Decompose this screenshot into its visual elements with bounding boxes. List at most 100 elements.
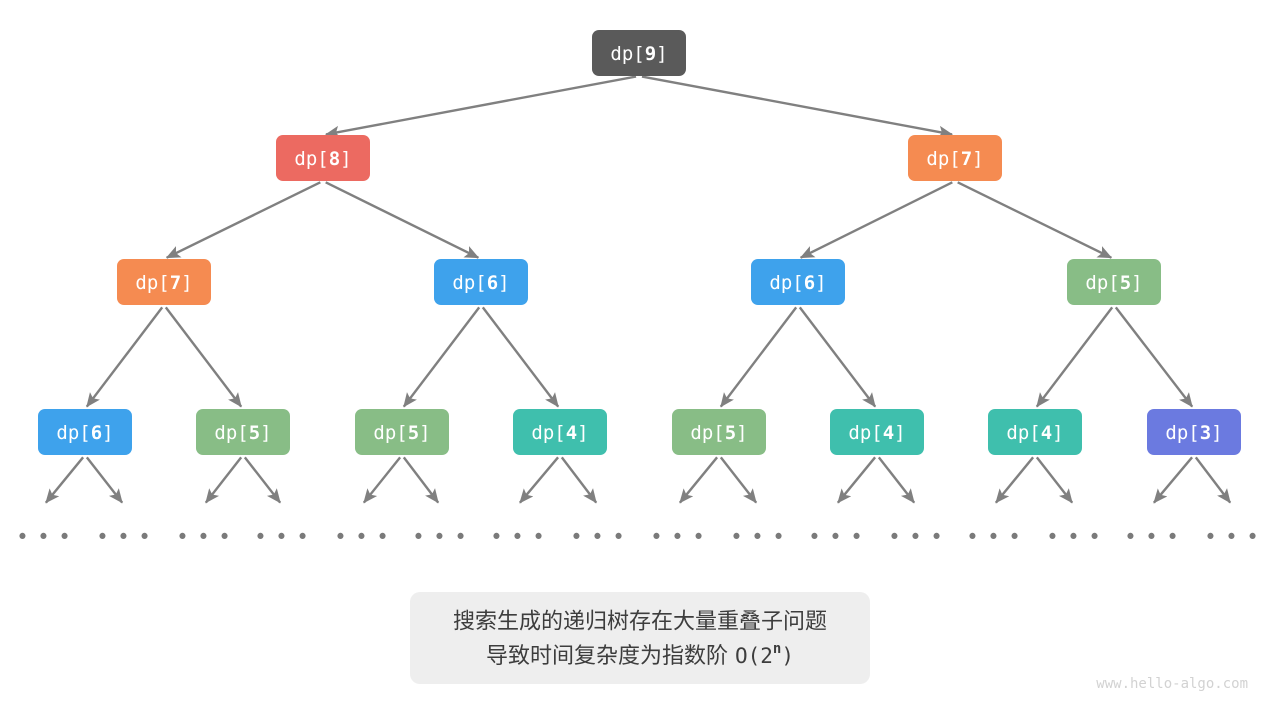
ellipsis-marker: • • •: [254, 525, 310, 549]
ellipsis-marker: • • •: [808, 525, 864, 549]
tree-node-dp9[interactable]: dp[9]: [592, 30, 686, 76]
tree-edge-to-ellipsis: [519, 456, 559, 504]
tree-edge-to-ellipsis: [44, 456, 85, 504]
ellipsis-marker: • • •: [888, 525, 944, 549]
tree-node-dp3[interactable]: dp[3]: [1147, 409, 1241, 455]
tree-edge: [1114, 306, 1194, 408]
node-box: [38, 409, 132, 455]
node-box: [1147, 409, 1241, 455]
tree-edge: [85, 306, 164, 408]
node-label: dp[8]: [294, 148, 351, 170]
tree-edge: [799, 181, 953, 259]
tree-edge-to-ellipsis: [362, 456, 402, 504]
node-label: dp[4]: [1006, 422, 1063, 444]
caption-box: [410, 592, 870, 684]
node-box: [830, 409, 924, 455]
node-label: dp[5]: [1085, 272, 1142, 294]
tree-edge-to-ellipsis: [678, 456, 719, 504]
tree-edge: [402, 306, 481, 408]
node-box: [434, 259, 528, 305]
leaf-edges-layer: [44, 456, 1232, 504]
tree-edge: [325, 75, 637, 139]
ellipsis-marker: • • •: [650, 525, 706, 549]
node-box: [1067, 259, 1161, 305]
tree-edge-to-ellipsis: [85, 456, 124, 504]
tree-node-dp6[interactable]: dp[6]: [434, 259, 528, 305]
tree-edge-to-ellipsis: [1153, 456, 1193, 504]
ellipsis-marker: • • •: [412, 525, 468, 549]
tree-node-dp4[interactable]: dp[4]: [830, 409, 924, 455]
tree-node-dp6[interactable]: dp[6]: [751, 259, 845, 305]
tree-edge-to-ellipsis: [560, 456, 598, 504]
tree-node-dp4[interactable]: dp[4]: [513, 409, 607, 455]
ellipsis-marker: • • •: [96, 525, 152, 549]
node-label: dp[6]: [769, 272, 826, 294]
node-box: [908, 135, 1002, 181]
ellipsis-marker: • • •: [176, 525, 232, 549]
node-label: dp[4]: [531, 422, 588, 444]
caption-line-1: 搜索生成的递归树存在大量重叠子问题: [453, 610, 827, 635]
ellipsis-marker: • • •: [490, 525, 546, 549]
caption: 搜索生成的递归树存在大量重叠子问题 导致时间复杂度为指数阶 O(2n): [410, 592, 870, 684]
tree-edge-to-ellipsis: [204, 456, 243, 504]
tree-node-dp5[interactable]: dp[5]: [672, 409, 766, 455]
node-label: dp[6]: [56, 422, 113, 444]
nodes-layer: dp[9] dp[8] dp[7] dp[7] dp[6] dp[6] dp[5] dp[6]…: [38, 30, 1241, 455]
tree-edge: [1035, 306, 1114, 408]
edges-layer: [85, 75, 1194, 408]
tree-edge: [325, 181, 480, 259]
node-box: [276, 135, 370, 181]
ellipsis-marker: • • •: [570, 525, 626, 549]
tree-edge: [719, 306, 798, 408]
ellipsis-marker: • • •: [730, 525, 786, 549]
tree-edge: [164, 306, 243, 408]
watermark: www.hello-algo.com: [1096, 676, 1248, 692]
ellipsis-marker: • • •: [334, 525, 390, 549]
node-box: [592, 30, 686, 76]
node-label: dp[5]: [373, 422, 430, 444]
tree-edge-to-ellipsis: [877, 456, 916, 504]
tree-edge-to-ellipsis: [243, 456, 282, 504]
ellipsis-marker: • • •: [966, 525, 1022, 549]
tree-node-dp4[interactable]: dp[4]: [988, 409, 1082, 455]
tree-node-dp7[interactable]: dp[7]: [117, 259, 211, 305]
ellipsis-layer: • • • • • • • • • • • • • • • • • • • • • • • •…: [16, 525, 1260, 549]
node-box: [513, 409, 607, 455]
ellipsis-marker: • • •: [16, 525, 72, 549]
node-label: dp[4]: [848, 422, 905, 444]
node-label: dp[6]: [452, 272, 509, 294]
tree-edge-to-ellipsis: [402, 456, 440, 504]
node-label: dp[3]: [1165, 422, 1222, 444]
tree-node-dp5[interactable]: dp[5]: [1067, 259, 1161, 305]
tree-node-dp7[interactable]: dp[7]: [908, 135, 1002, 181]
tree-edge-to-ellipsis: [836, 456, 877, 504]
node-box: [988, 409, 1082, 455]
tree-edge: [481, 306, 560, 408]
tree-edge-to-ellipsis: [1194, 456, 1232, 504]
node-label: dp[7]: [926, 148, 983, 170]
tree-node-dp5[interactable]: dp[5]: [196, 409, 290, 455]
tree-node-dp6[interactable]: dp[6]: [38, 409, 132, 455]
tree-edge: [957, 181, 1113, 259]
tree-node-dp5[interactable]: dp[5]: [355, 409, 449, 455]
node-label: dp[7]: [135, 272, 192, 294]
tree-edge-to-ellipsis: [1035, 456, 1074, 504]
tree-node-dp8[interactable]: dp[8]: [276, 135, 370, 181]
node-box: [751, 259, 845, 305]
tree-edge-to-ellipsis: [719, 456, 758, 504]
node-label: dp[5]: [214, 422, 271, 444]
node-box: [196, 409, 290, 455]
tree-edge: [165, 181, 321, 259]
ellipsis-marker: • • •: [1046, 525, 1102, 549]
node-box: [672, 409, 766, 455]
caption-line-2: 导致时间复杂度为指数阶 O(2n): [486, 641, 794, 669]
ellipsis-marker: • • •: [1204, 525, 1260, 549]
tree-edge: [641, 75, 953, 139]
node-label: dp[5]: [690, 422, 747, 444]
node-label: dp[9]: [610, 43, 667, 65]
tree-edge: [798, 306, 877, 408]
tree-edge-to-ellipsis: [994, 456, 1035, 504]
node-box: [117, 259, 211, 305]
